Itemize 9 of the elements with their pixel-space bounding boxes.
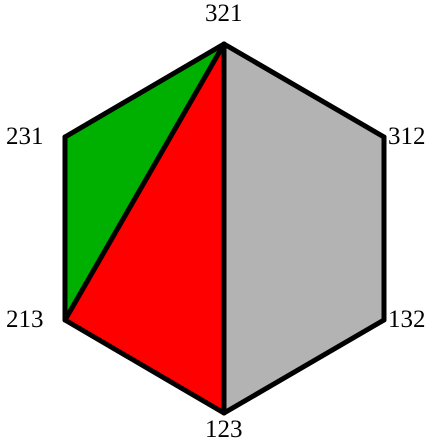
edge-line xyxy=(382,134,386,322)
vertex-label: 321 xyxy=(205,0,242,28)
edge-line xyxy=(222,42,226,416)
vertex-label: 132 xyxy=(388,306,426,334)
vertex-label: 123 xyxy=(205,416,242,444)
vertex-label: 231 xyxy=(6,123,44,151)
vertex-label: 213 xyxy=(6,306,44,334)
edge-line xyxy=(62,134,68,322)
vertex-label: 312 xyxy=(388,123,426,151)
